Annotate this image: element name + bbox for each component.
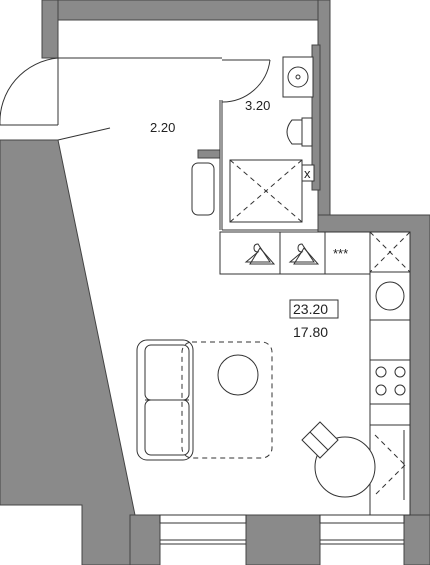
sofa xyxy=(136,339,194,461)
kitchen-sink xyxy=(369,271,411,321)
total-area-label: 23.20 xyxy=(293,301,328,317)
wardrobe: *** xyxy=(219,231,371,275)
hanger-icon xyxy=(244,243,276,265)
living-area-label: 17.80 xyxy=(293,324,328,340)
wardrobe-marks: *** xyxy=(333,246,348,261)
wall-bottom-3 xyxy=(403,514,430,565)
wall-left-slanted xyxy=(0,139,136,565)
coffee-table xyxy=(217,354,259,396)
wall-left-upper xyxy=(41,0,59,59)
entry-door[interactable] xyxy=(0,57,59,126)
wall-right-room xyxy=(317,214,430,565)
window-left xyxy=(159,514,247,545)
stove xyxy=(369,359,411,405)
room-area-box: 23.20 17.80 xyxy=(289,299,339,340)
bathroom-door[interactable] xyxy=(221,59,271,103)
bathroom-area-label: 3.20 xyxy=(245,98,270,113)
dining-table xyxy=(314,436,376,498)
shaft-mark: x xyxy=(304,166,311,181)
hallway-area-label: 2.20 xyxy=(150,120,175,135)
toilet xyxy=(286,117,313,147)
kitchen-counter xyxy=(369,231,411,516)
wall-bottom-1 xyxy=(129,514,161,565)
shaft-box: x xyxy=(301,164,315,182)
wall-bottom-2 xyxy=(245,514,321,565)
sink xyxy=(282,56,314,98)
partition-stub xyxy=(197,149,221,159)
hallway-shelf xyxy=(191,162,215,216)
dining-chair xyxy=(301,421,339,459)
hanger-icon xyxy=(288,243,320,265)
shower-tray xyxy=(229,159,303,223)
wall-top xyxy=(41,0,331,21)
fridge xyxy=(369,231,411,273)
window-right xyxy=(319,514,405,545)
dishwasher xyxy=(374,434,406,496)
interior-lines xyxy=(57,57,410,233)
